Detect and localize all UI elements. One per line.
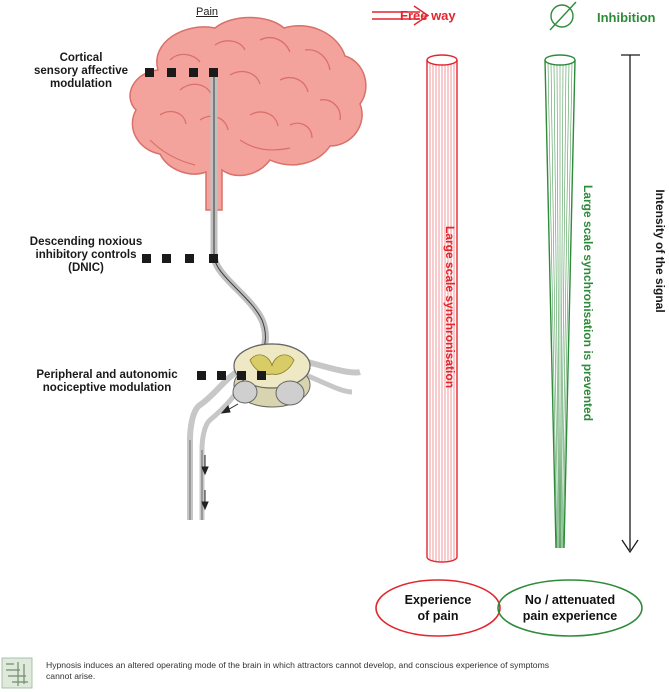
green-column-text: Large scale synchronisation is prevented bbox=[581, 184, 595, 422]
dnic-label: Descending noxious inhibitory controls (… bbox=[26, 236, 146, 275]
experience-of-pain-line2: of pain bbox=[417, 609, 459, 623]
legend-inhibition: Inhibition bbox=[597, 10, 656, 25]
no-pain-experience-ellipse bbox=[497, 579, 643, 637]
no-pain-experience-label: No / attenuated pain experience bbox=[502, 592, 638, 624]
dnic-label-line2: inhibitory controls bbox=[35, 249, 137, 261]
peripheral-label-line1: Peripheral and autonomic bbox=[36, 369, 178, 381]
peripheral-label: Peripheral and autonomic nociceptive mod… bbox=[26, 369, 188, 395]
caption-line1: Hypnosis induces an altered operating mo… bbox=[46, 660, 550, 670]
dnic-label-line1: Descending noxious bbox=[29, 236, 143, 248]
legend-free-way: Free way bbox=[400, 8, 456, 23]
inhibition-icon bbox=[549, 1, 577, 31]
peripheral-label-line2: nociceptive modulation bbox=[42, 382, 172, 394]
experience-of-pain-line1: Experience bbox=[404, 593, 472, 607]
intensity-text: Intensity of the signal bbox=[653, 189, 667, 313]
cortical-label-line3: modulation bbox=[50, 78, 112, 90]
free-way-arrow-icon bbox=[372, 5, 430, 26]
peripheral-markers bbox=[197, 371, 266, 380]
cortical-label-line1: Cortical bbox=[59, 52, 103, 64]
figure-caption: Hypnosis induces an altered operating mo… bbox=[46, 660, 664, 682]
publisher-logo-icon bbox=[1, 657, 33, 689]
intensity-arrow bbox=[621, 54, 640, 554]
red-column-text: Large scale synchronisation bbox=[443, 225, 457, 389]
dnic-label-line3: (DNIC) bbox=[68, 262, 104, 274]
caption-line2: cannot arise. bbox=[46, 671, 96, 681]
red-cylinder bbox=[426, 54, 458, 563]
pain-title: Pain bbox=[196, 6, 219, 18]
green-cone bbox=[544, 54, 576, 549]
cortical-label: Cortical sensory affective modulation bbox=[16, 52, 146, 91]
experience-of-pain-label: Experience of pain bbox=[382, 592, 494, 624]
experience-of-pain-ellipse bbox=[375, 579, 501, 637]
nerve-arrows bbox=[201, 403, 239, 511]
cortical-markers bbox=[145, 68, 218, 77]
no-pain-experience-line1: No / attenuated bbox=[524, 593, 616, 607]
no-pain-experience-line2: pain experience bbox=[522, 609, 618, 623]
spinal-cord-section bbox=[187, 343, 361, 520]
cortical-label-line2: sensory affective bbox=[34, 65, 128, 77]
dnic-markers bbox=[142, 254, 218, 263]
brain-illustration bbox=[129, 16, 367, 211]
